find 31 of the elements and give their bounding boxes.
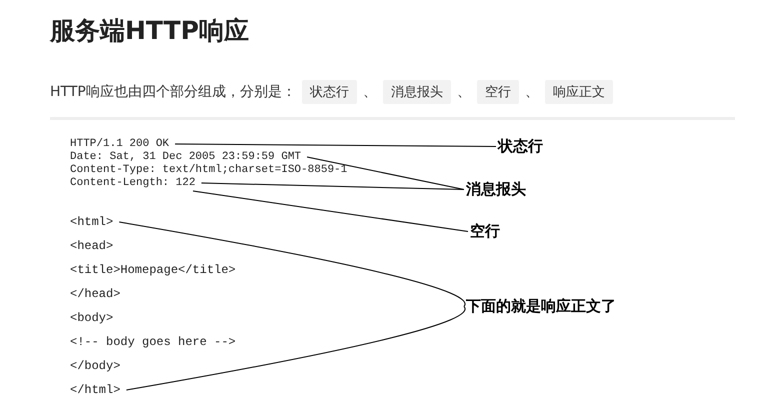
code-term: 空行	[476, 80, 519, 104]
code-line: <title>Homepage</title>	[70, 262, 236, 279]
annotation-label: 空行	[470, 222, 500, 241]
separator: 、	[362, 83, 377, 101]
intro-text: HTTP响应也由四个部分组成，分别是：	[50, 83, 296, 101]
leader-line	[174, 144, 496, 147]
code-line: <!-- body goes here -->	[70, 334, 236, 351]
annotation-label: 下面的就是响应正文了	[466, 297, 616, 316]
leader-line	[306, 156, 464, 190]
separator: 、	[456, 83, 471, 101]
leader-line	[200, 182, 464, 190]
code-line: Content-Length: 122	[70, 177, 196, 190]
code-line: </head>	[70, 286, 122, 303]
code-line: </html>	[70, 382, 122, 399]
code-term: 消息报头	[382, 80, 451, 104]
code-line: <html>	[70, 214, 114, 231]
separator: 、	[524, 83, 539, 101]
code-term: 状态行	[302, 80, 357, 104]
annotation-label: 状态行	[498, 137, 543, 156]
code-line: <head>	[70, 238, 114, 255]
code-line: Date: Sat, 31 Dec 2005 23:59:59 GMT	[70, 151, 302, 164]
page-title: 服务端HTTP响应	[50, 15, 249, 47]
code-term: 响应正文	[544, 80, 613, 104]
leader-line	[192, 190, 468, 232]
code-line: <body>	[70, 310, 114, 327]
code-line: HTTP/1.1 200 OK	[70, 138, 170, 151]
code-line: Content-Type: text/html;charset=ISO-8859-1	[70, 164, 348, 177]
code-line: </body>	[70, 358, 122, 375]
leader-line	[126, 306, 466, 390]
annotation-label: 消息报头	[466, 180, 526, 199]
leader-line	[118, 222, 466, 307]
